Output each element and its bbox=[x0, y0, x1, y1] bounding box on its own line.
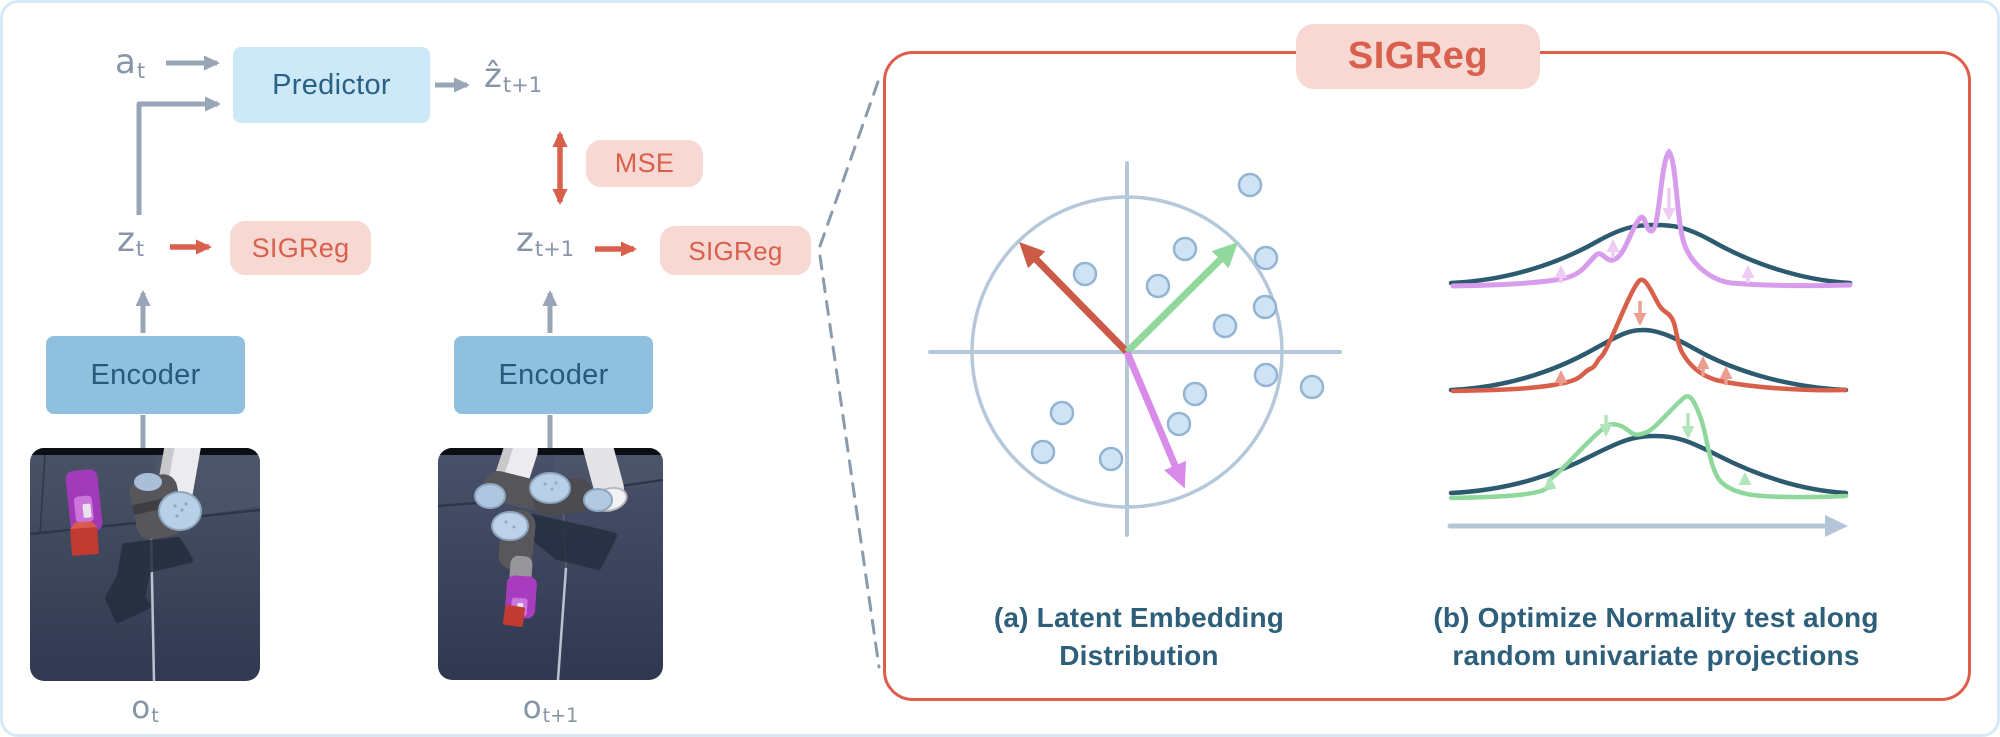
caption-a: (a) Latent Embedding Distribution bbox=[964, 599, 1314, 675]
dashed-connector-bottom bbox=[818, 254, 881, 669]
action-label: at bbox=[115, 42, 146, 83]
left-diagram-arrows bbox=[135, 55, 881, 669]
projection-vector-green bbox=[1124, 242, 1238, 355]
normality-test-plot bbox=[1447, 148, 1853, 537]
zt-label: zt bbox=[117, 220, 145, 261]
dashed-connector-top bbox=[818, 77, 881, 248]
projection-vector-red bbox=[1019, 242, 1130, 355]
sigreg-panel-title: SIGReg bbox=[1296, 24, 1540, 89]
embedding-dot bbox=[1145, 273, 1171, 299]
robot-shadow bbox=[529, 514, 617, 570]
caption-b-line2: random univariate projections bbox=[1452, 640, 1860, 671]
red-cube bbox=[70, 521, 99, 556]
unit-circle bbox=[970, 195, 1284, 509]
projection-row-green bbox=[1448, 394, 1849, 501]
embedding-dot bbox=[1166, 411, 1192, 437]
caption-b: (b) Optimize Normality test along random… bbox=[1406, 599, 1906, 675]
joint-cap-small bbox=[134, 473, 162, 491]
joint-cap-large bbox=[158, 491, 202, 531]
embedding-dot bbox=[1049, 400, 1075, 426]
tile-seam-bright bbox=[556, 567, 568, 680]
red-cube bbox=[502, 604, 526, 628]
joint-cap-mid bbox=[491, 511, 529, 541]
scene-top-strip bbox=[438, 448, 663, 455]
sigreg-panel: (a) Latent Embedding Distribution (b) Op… bbox=[883, 51, 1971, 701]
embedding-dot bbox=[1253, 362, 1279, 388]
empirical-density-curve bbox=[1450, 148, 1853, 289]
embedding-dot bbox=[1252, 294, 1278, 320]
encoder-left-label: Encoder bbox=[90, 358, 201, 391]
obs-t-label: ot bbox=[131, 690, 159, 728]
embedding-dots bbox=[1030, 172, 1325, 472]
mse-label: MSE bbox=[614, 148, 675, 178]
embedding-dot bbox=[1098, 446, 1124, 472]
embedding-dot bbox=[1182, 381, 1208, 407]
sigreg-right-label: SIGReg bbox=[688, 235, 783, 266]
gaussian-curve bbox=[1448, 327, 1849, 393]
robot-shadow bbox=[105, 537, 193, 623]
joint-cap-top bbox=[529, 472, 571, 504]
projection-vectors bbox=[1019, 242, 1238, 489]
sigreg-title-label: SIGReg bbox=[1347, 35, 1489, 77]
observation-image-t1 bbox=[438, 448, 663, 680]
mse-badge: MSE bbox=[586, 140, 703, 187]
robot-gripper bbox=[65, 469, 103, 533]
encoder-right-label: Encoder bbox=[498, 358, 609, 391]
empirical-density-curve bbox=[1450, 277, 1848, 394]
joint-cap-left bbox=[474, 483, 506, 509]
predictor-label: Predictor bbox=[272, 68, 391, 101]
observation-image-t bbox=[30, 448, 260, 681]
caption-b-line1: (b) Optimize Normality test along bbox=[1433, 602, 1879, 633]
scene-top-strip bbox=[30, 448, 260, 455]
caption-a-line2: Distribution bbox=[1059, 640, 1219, 671]
zhat-label: ẑt+1 bbox=[484, 56, 543, 97]
sigreg-badge-right: SIGReg bbox=[660, 226, 811, 275]
embedding-dot bbox=[1299, 374, 1325, 400]
projection-vector-orchid bbox=[1123, 350, 1187, 489]
robot-scene-t bbox=[30, 448, 260, 681]
latent-embedding-plot bbox=[928, 161, 1342, 537]
embedding-dot bbox=[1172, 236, 1198, 262]
embedding-dot bbox=[1253, 245, 1279, 271]
embedding-dot bbox=[1072, 261, 1098, 287]
embedding-dot bbox=[1212, 313, 1238, 339]
tile-seam-vertical-faint bbox=[39, 454, 46, 535]
embedding-dot bbox=[1237, 172, 1263, 198]
arrow-zt-to-predictor bbox=[136, 96, 221, 215]
robot-scene-t1 bbox=[438, 448, 663, 680]
caption-a-line1: (a) Latent Embedding bbox=[993, 602, 1285, 633]
projection-row-red bbox=[1448, 277, 1849, 394]
obs-t1-label: ot+1 bbox=[522, 690, 579, 728]
gaussian-curve bbox=[1448, 433, 1849, 496]
projection-row-plum bbox=[1448, 148, 1853, 289]
zt1-label: zt+1 bbox=[516, 220, 575, 261]
predictor-box: Predictor bbox=[233, 47, 430, 123]
gaussian-curve bbox=[1448, 222, 1853, 286]
embedding-dot bbox=[1030, 439, 1056, 465]
sigreg-badge-left: SIGReg bbox=[230, 221, 371, 275]
encoder-box-left: Encoder bbox=[46, 336, 245, 414]
sigreg-left-label: SIGReg bbox=[251, 232, 350, 263]
encoder-box-right: Encoder bbox=[454, 336, 653, 414]
joint-cap-right bbox=[583, 488, 613, 512]
